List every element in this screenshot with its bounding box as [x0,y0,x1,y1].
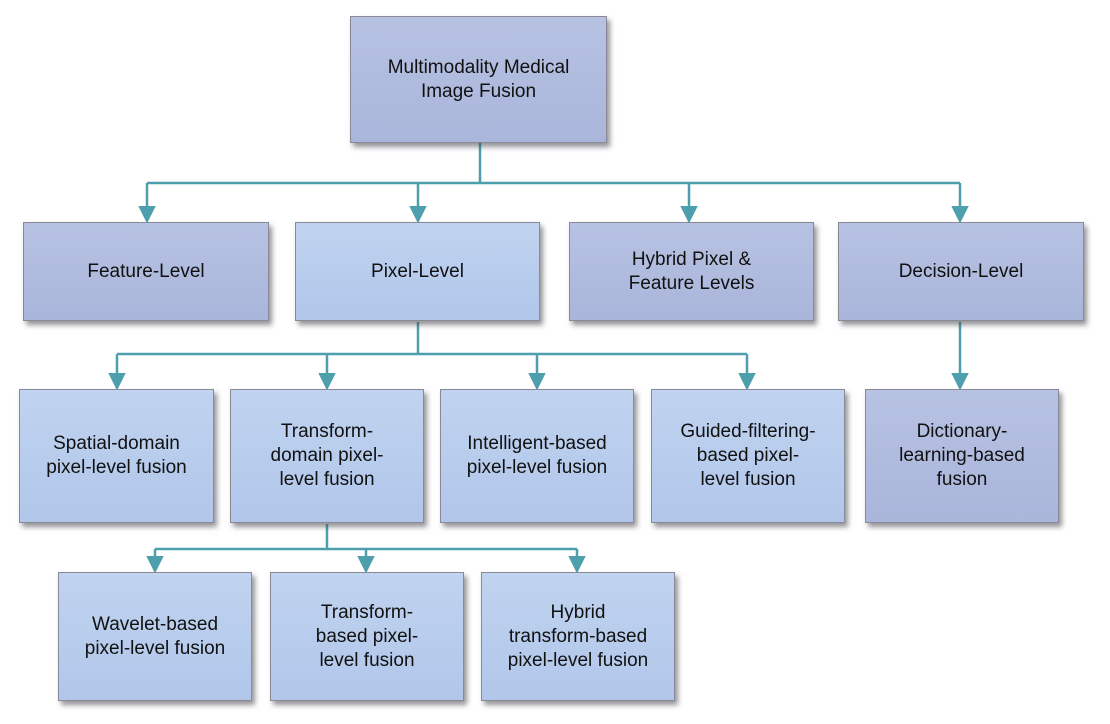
hybrid-transform-node: Hybrid transform-based pixel-level fusio… [481,572,675,701]
decision-level-node: Decision-Level [838,222,1084,321]
wavelet-based-node: Wavelet-based pixel-level fusion [58,572,252,701]
feature-level-node: Feature-Level [23,222,269,321]
pixel-level-node: Pixel-Level [295,222,540,321]
root-node: Multimodality Medical Image Fusion [350,16,607,143]
dictionary-learning-node: Dictionary- learning-based fusion [865,389,1059,523]
intelligent-based-node: Intelligent-based pixel-level fusion [440,389,634,523]
spatial-domain-node: Spatial-domain pixel-level fusion [19,389,214,523]
hybrid-pixel-feature-node: Hybrid Pixel & Feature Levels [569,222,814,321]
transform-based-node: Transform- based pixel- level fusion [270,572,464,701]
guided-filtering-node: Guided-filtering- based pixel- level fus… [651,389,845,523]
transform-domain-node: Transform- domain pixel- level fusion [230,389,424,523]
